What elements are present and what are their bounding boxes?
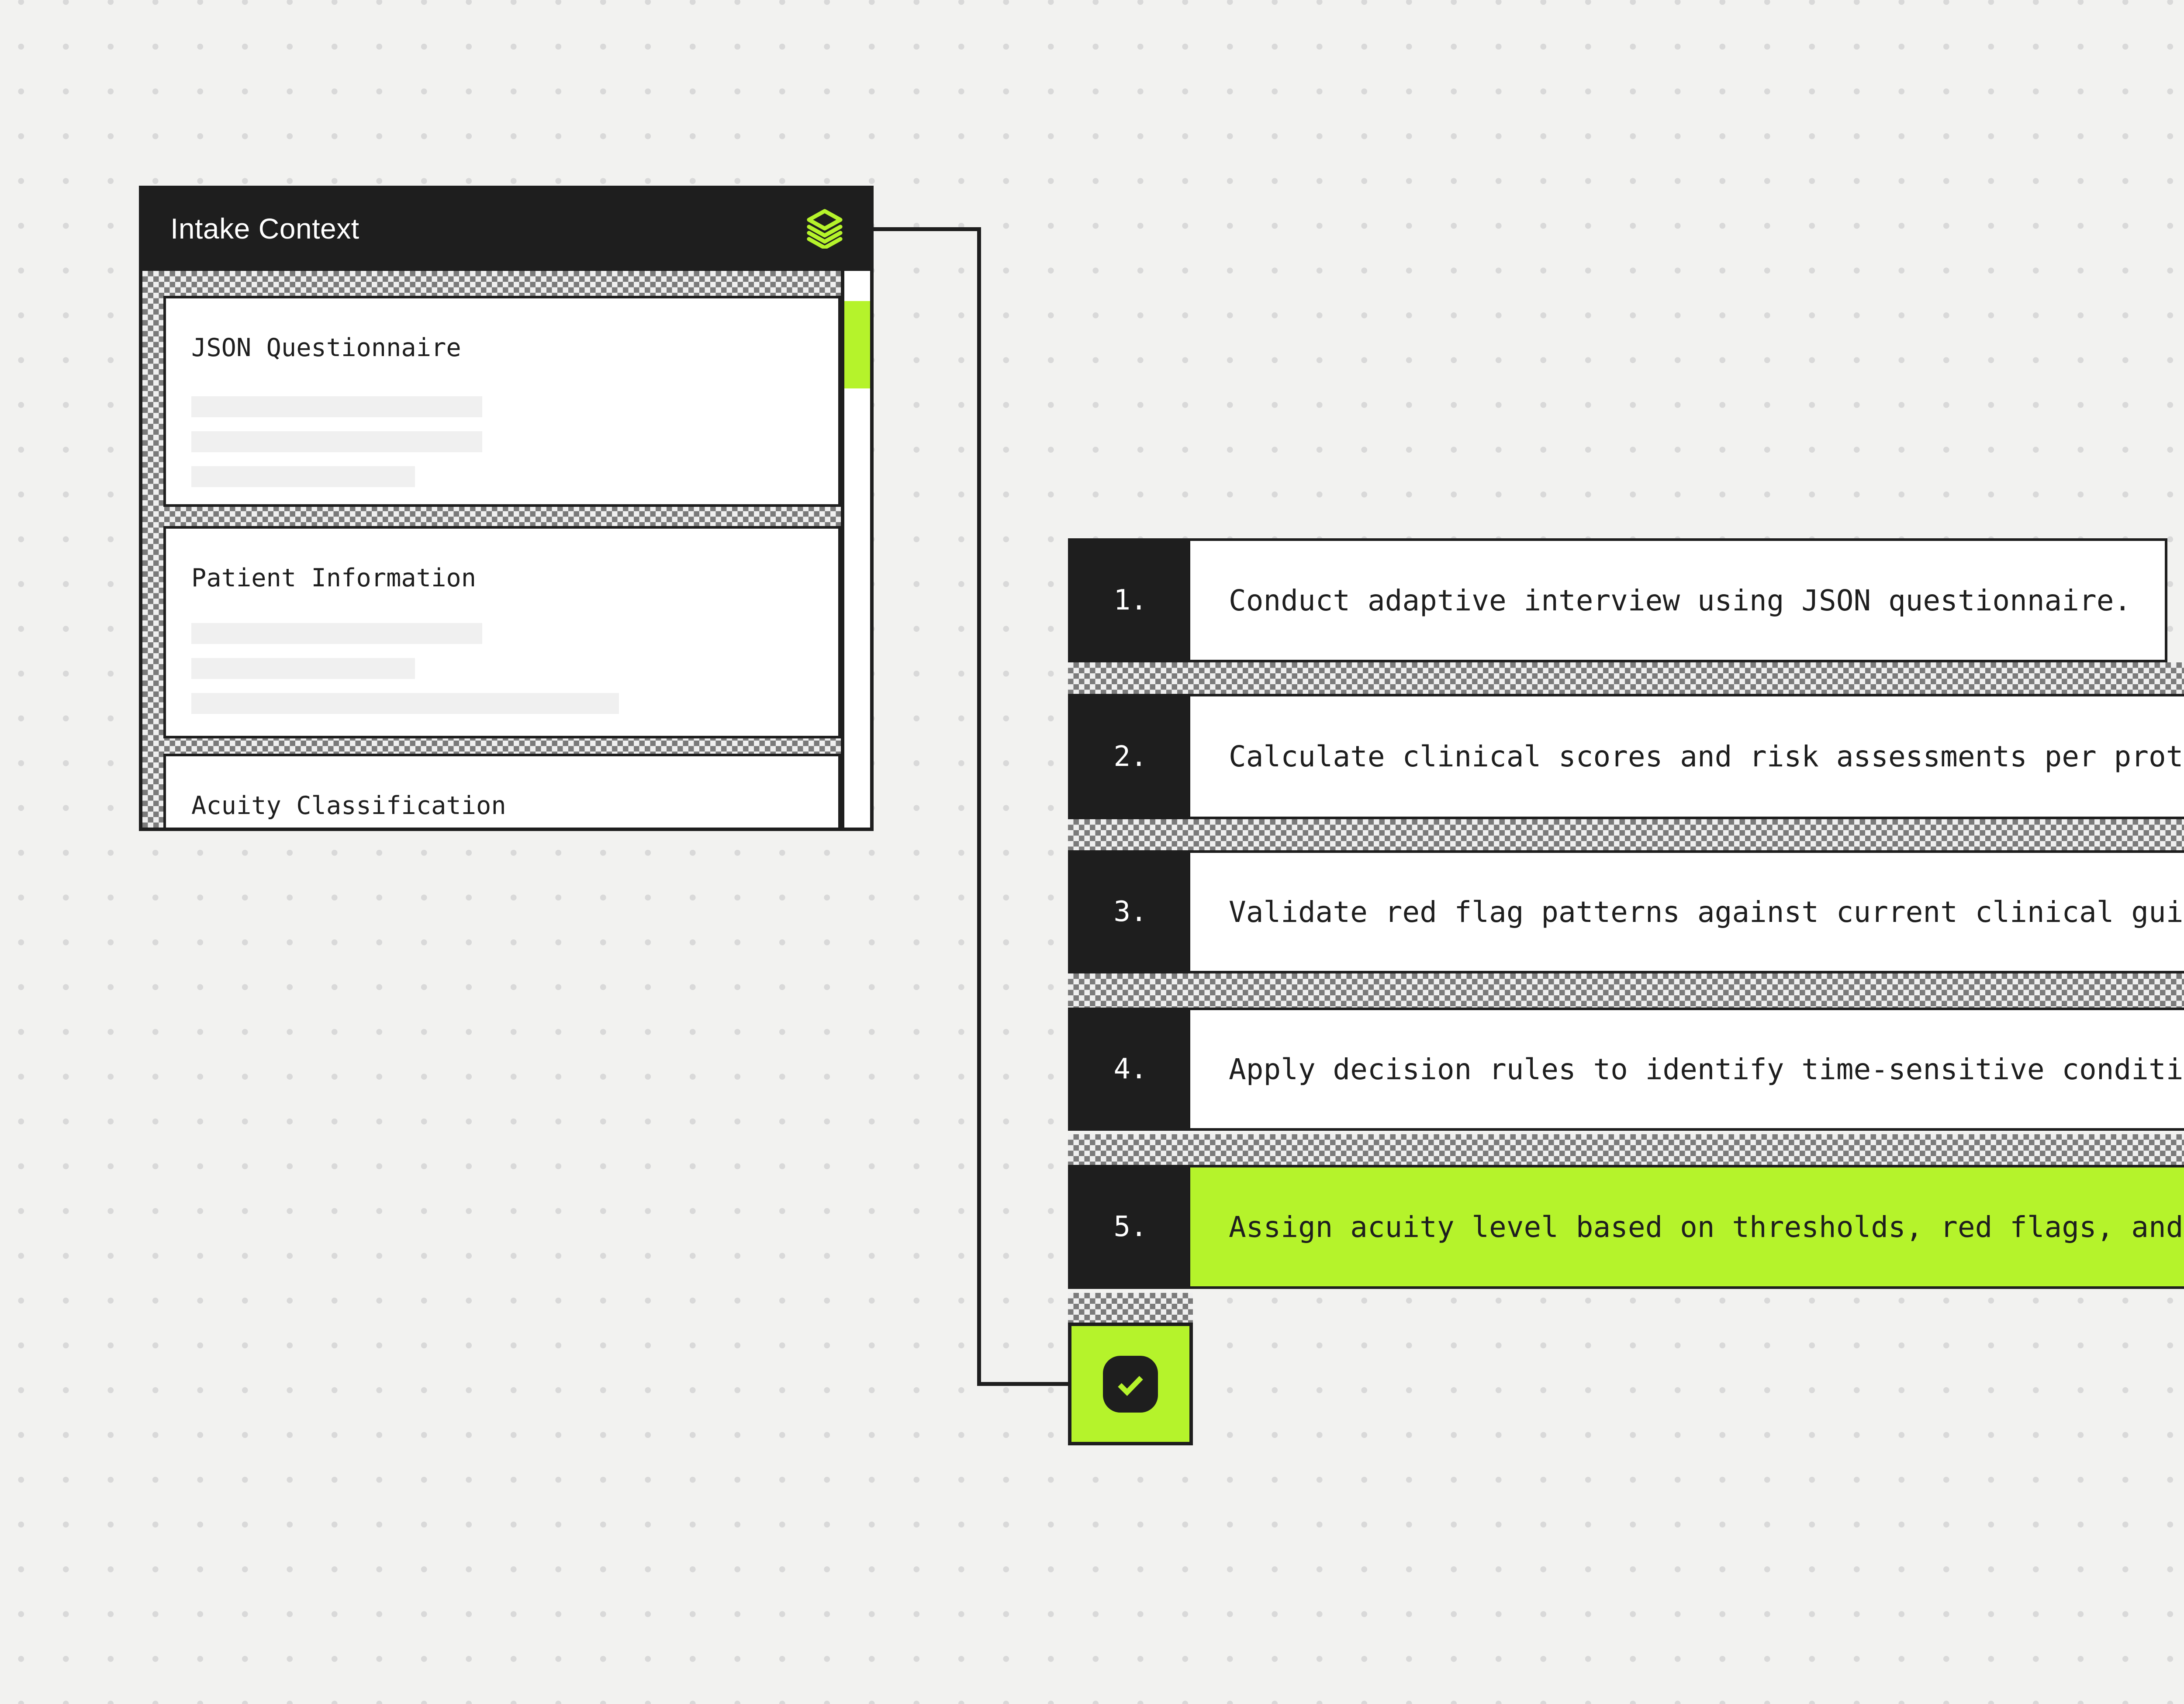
intake-context-panel: Intake Context JSON Questionnaire Patien… [139,186,874,831]
panel-title: Intake Context [170,212,359,245]
skeleton-line [191,396,482,417]
checker-band [1068,1293,1193,1323]
panel-body: JSON Questionnaire Patient Information A… [139,271,874,831]
step-number: 5. [1071,1167,1190,1286]
step-number: 1. [1071,541,1190,660]
step-text: Assign acuity level based on thresholds,… [1190,1167,2184,1286]
step-row-3: 3. Validate red flag patterns against cu… [1068,850,2184,973]
card-patient-information: Patient Information [163,526,841,738]
layers-icon [804,207,846,250]
scrollbar-thumb[interactable] [844,301,870,388]
card-title: JSON Questionnaire [191,333,461,362]
skeleton-line [191,658,415,679]
connector-line-vertical [977,227,981,1386]
step-number: 3. [1071,853,1190,971]
step-text: Conduct adaptive interview using JSON qu… [1229,583,2132,617]
confirm-checkbox[interactable] [1068,1323,1193,1445]
panel-header: Intake Context [139,186,874,271]
step-row-1: 1. Conduct adaptive interview using JSON… [1068,538,2167,662]
step-number: 4. [1071,1010,1190,1128]
check-icon [1103,1355,1158,1413]
checker-band [1068,662,2184,694]
connector-line-horizontal-top [874,227,981,231]
checker-band [1068,973,2184,1008]
card-json-questionnaire: JSON Questionnaire [163,296,841,507]
scrollbar-track[interactable] [841,271,870,828]
skeleton-line [191,431,482,452]
step-text: Calculate clinical scores and risk asses… [1229,740,2184,773]
card-title: Acuity Classification [191,791,506,820]
skeleton-line [191,623,482,644]
checker-band [1068,1134,2184,1165]
step-row-5: 5. Assign acuity level based on threshol… [1068,1165,2184,1289]
connector-line-horizontal-bottom [981,1382,1068,1386]
skeleton-line [191,466,415,487]
step-text: Apply decision rules to identify time-se… [1229,1052,2184,1086]
step-row-4: 4. Apply decision rules to identify time… [1068,1008,2184,1131]
step-row-2: 2. Calculate clinical scores and risk as… [1068,694,2184,819]
step-number: 2. [1071,696,1190,817]
checker-band [1068,819,2184,850]
card-title: Patient Information [191,564,477,592]
step-text: Validate red flag patterns against curre… [1229,895,2184,929]
card-acuity-classification: Acuity Classification [163,754,841,828]
skeleton-line [191,693,619,714]
